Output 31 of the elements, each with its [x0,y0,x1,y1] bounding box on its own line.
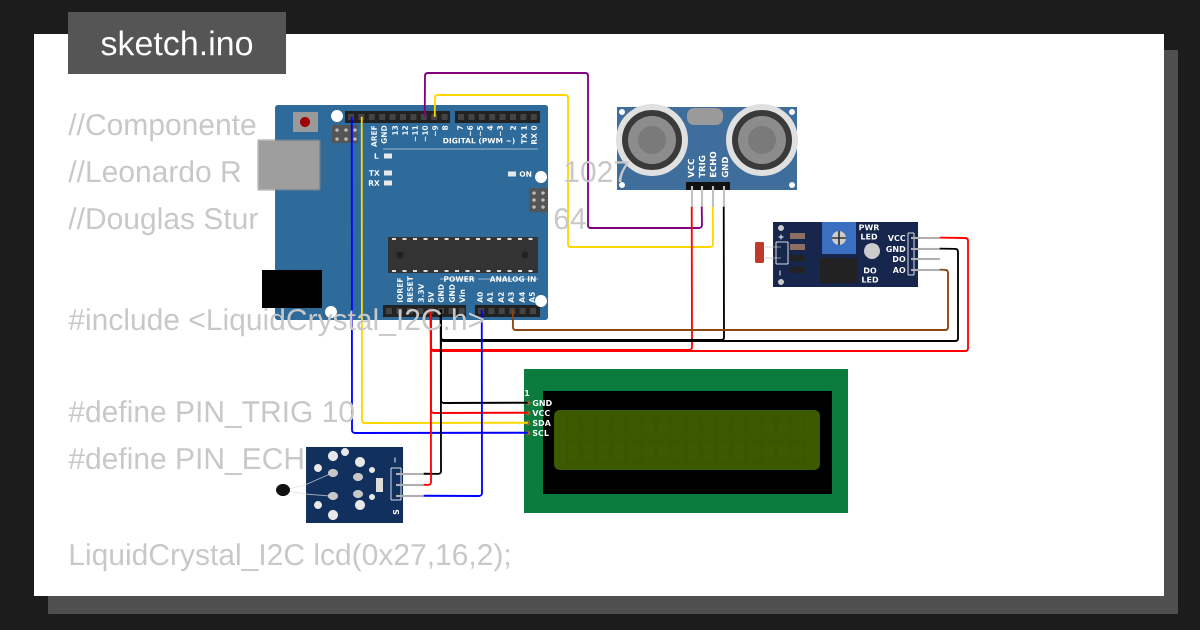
pin-label: TRIG [698,155,706,178]
pin-label: ECHO [709,151,717,177]
board-label: − [394,457,396,463]
board-label: PWR LED [859,224,880,240]
pin-label: VCC [887,235,906,241]
wire [439,247,959,342]
pin-label: AO [892,267,906,273]
wire [429,205,693,351]
title-box: sketch.ino [68,12,286,74]
wire [422,308,483,497]
light-sensor-module-drawing [755,222,940,287]
pin-label: SCL [532,430,549,436]
board-label: S [393,509,400,515]
wire [439,205,725,341]
pin-label: 1 [525,390,530,396]
wire [422,308,442,475]
pin-label: DO [893,256,906,262]
pin-label: GND [532,400,552,406]
board-label: + [778,234,784,240]
board-label: − [779,270,781,276]
pin-label: SDA [532,420,551,426]
board-label: DO LED [862,267,879,283]
wire [511,268,949,331]
lcd-display-drawing [524,369,848,513]
pin-label: VCC [687,159,695,178]
wire [423,72,703,229]
wire [433,94,714,248]
pin-label: GND [721,157,729,178]
wire [429,236,969,352]
pin-label: GND [886,246,906,252]
pin-label: VCC [532,410,550,416]
